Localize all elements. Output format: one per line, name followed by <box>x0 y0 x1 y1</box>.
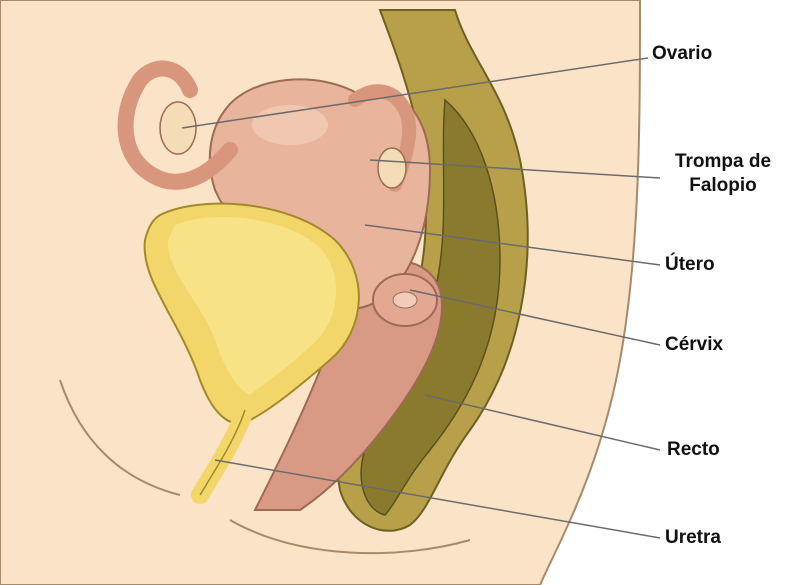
uterus-fundus-highlight <box>252 105 328 145</box>
label-trompa-line1: Trompa de <box>663 150 783 174</box>
label-cervix: Cérvix <box>665 333 723 357</box>
ovary-left <box>160 102 196 154</box>
cervix-os <box>393 292 417 308</box>
label-uretra: Uretra <box>665 526 721 550</box>
label-utero: Útero <box>665 253 715 277</box>
label-trompa-de-falopio: Trompa de Falopio <box>663 150 783 198</box>
label-trompa-line2: Falopio <box>663 174 783 198</box>
ovary-right <box>378 148 406 188</box>
label-recto: Recto <box>667 438 720 462</box>
label-ovario: Ovario <box>652 42 712 66</box>
